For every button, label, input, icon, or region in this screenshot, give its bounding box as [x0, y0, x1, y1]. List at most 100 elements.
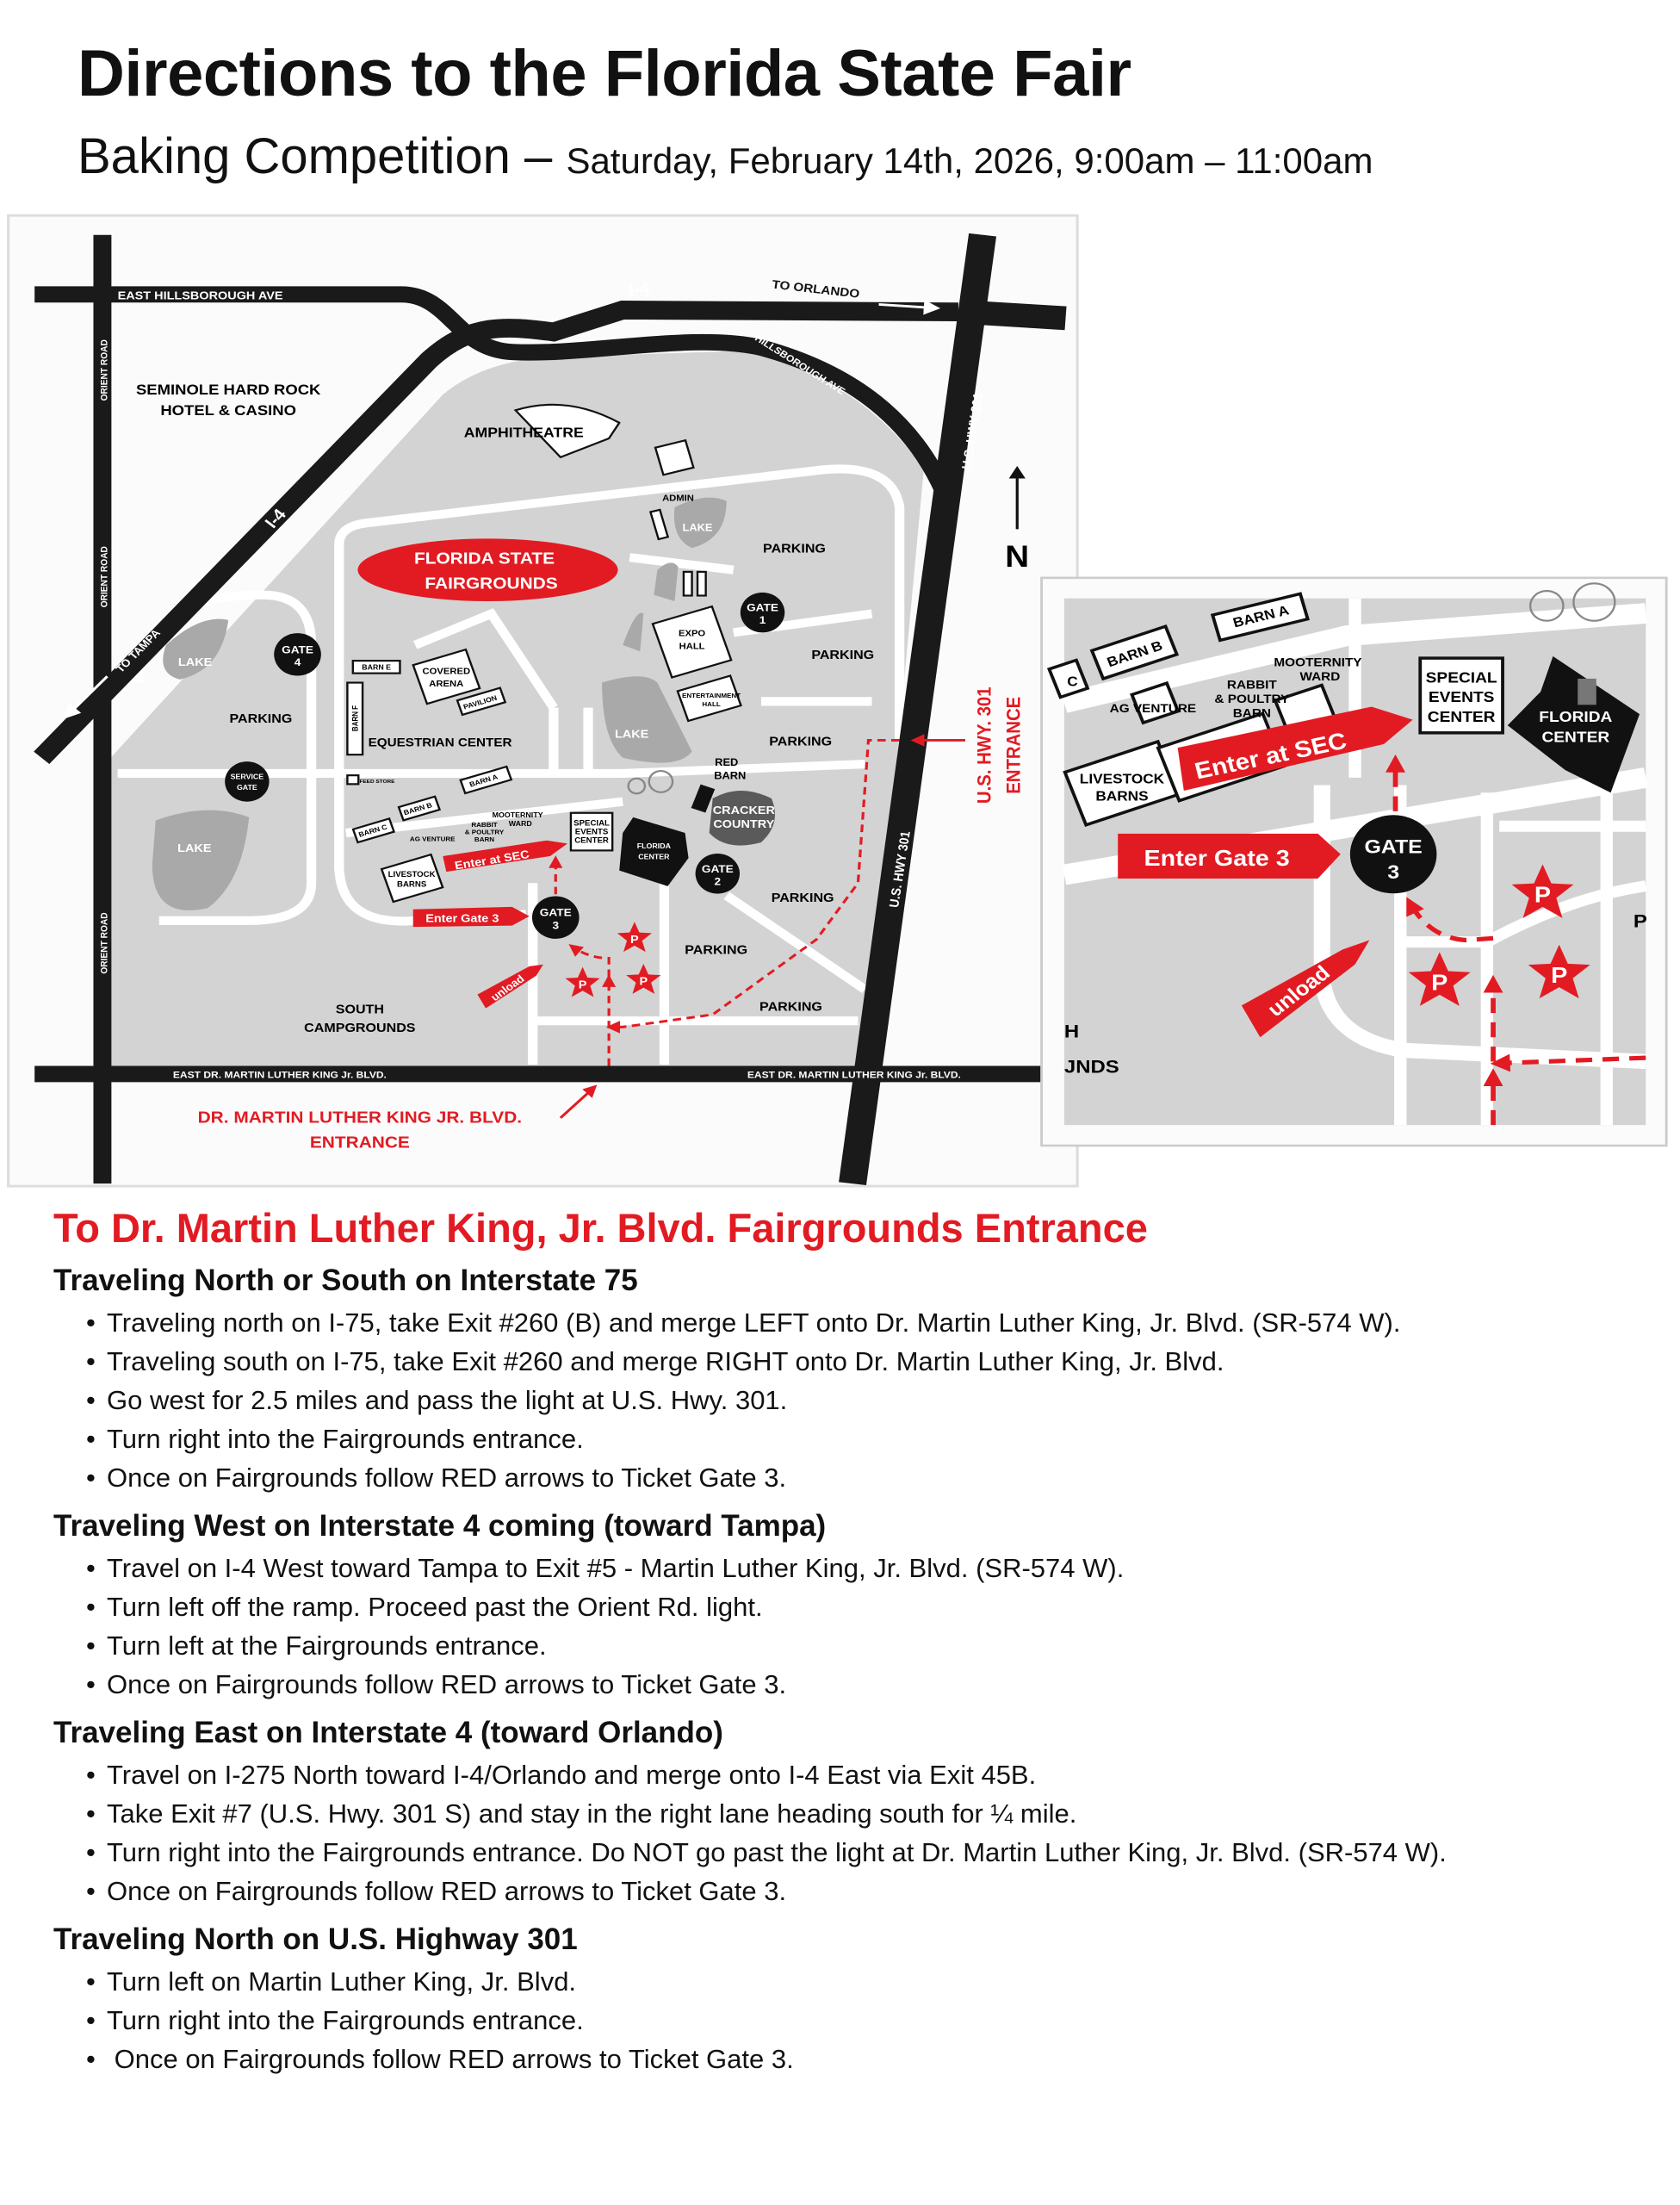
directions-section: To Dr. Martin Luther King, Jr. Blvd. Fai…: [53, 1204, 1655, 2078]
bullet: •: [86, 1346, 96, 1376]
bullet: •: [86, 1385, 96, 1415]
florida-center-label: CENTER: [638, 853, 669, 860]
bullet: •: [86, 1424, 96, 1454]
gate-number: 3: [552, 919, 559, 931]
cracker-country-label: COUNTRY: [713, 818, 774, 830]
hwy301-entrance-label: U.S. HWY. 301: [974, 686, 995, 804]
parking-label: PARKING: [685, 943, 747, 957]
barn-e-label: BARN E: [362, 663, 391, 671]
route-step: •Traveling north on I-75, take Exit #260…: [86, 1303, 1655, 1342]
rabbit-label: & POULTRY: [465, 829, 505, 836]
mooternity-label: WARD: [1299, 671, 1340, 684]
parking-star-label: P: [1551, 962, 1567, 987]
livestock-label: LIVESTOCK: [388, 870, 436, 878]
rabbit-label: BARN: [474, 836, 495, 844]
parking-label: PARKING: [811, 649, 874, 662]
road-label: EAST DR. MARTIN LUTHER KING Jr. BLVD.: [747, 1071, 961, 1080]
parking-partial-label: P: [1634, 910, 1647, 931]
lakes: [152, 497, 727, 910]
covered-arena-label: COVERED: [423, 667, 471, 676]
bullet: •: [86, 1760, 96, 1790]
gate-label: SERVICE: [231, 773, 264, 780]
route-title: Traveling North on U.S. Highway 301: [53, 1922, 578, 1956]
hwy301-entrance-label: ENTRANCE: [1003, 697, 1025, 794]
road-label: ORIENT ROAD: [99, 912, 110, 973]
step-text: Once on Fairgrounds follow RED arrows to…: [107, 1669, 787, 1699]
campgrounds-partial-label: JNDS: [1064, 1056, 1119, 1078]
step-text: Turn left at the Fairgrounds entrance.: [107, 1630, 547, 1661]
seminole-label: SEMINOLE HARD ROCK: [136, 382, 321, 398]
expo-hall-label: EXPO: [679, 629, 705, 638]
parking-star-label: P: [639, 975, 648, 987]
pond: [1528, 589, 1565, 622]
parking-star-label: P: [1431, 970, 1448, 995]
route-step: • Turn right into the Fairgrounds entranc…: [86, 1419, 1655, 1458]
step-text: Go west for 2.5 miles and pass the light…: [107, 1385, 788, 1415]
fairgrounds-label: FLORIDA STATE: [414, 550, 555, 568]
route-step: •Turn left off the ramp. Proceed past th…: [86, 1587, 1655, 1626]
road-label: ORIENT ROAD: [99, 546, 110, 607]
route-step: •Once on Fairgrounds follow RED arrows t…: [86, 1458, 1655, 1497]
livestock-label: BARNS: [1095, 789, 1148, 804]
bullet: •: [86, 1669, 96, 1699]
route-title: Traveling East on Interstate 4 (toward O…: [53, 1716, 723, 1749]
campgrounds-partial-label: H: [1064, 1020, 1079, 1041]
gate-label: GATE: [747, 601, 778, 613]
amphitheatre-building: [513, 403, 621, 459]
bullet: •: [86, 2044, 96, 2074]
entertainment-hall-label: HALL: [702, 701, 721, 709]
north-label: N: [1005, 540, 1029, 574]
mlk-entrance-label: ENTRANCE: [310, 1134, 410, 1152]
route-i4-west: Traveling West on Interstate 4 coming (t…: [53, 1509, 1655, 1704]
route-step: •Turn left on Martin Luther King, Jr. Bl…: [86, 1962, 1655, 2001]
gate-number: 2: [715, 875, 722, 887]
route-steps: •Traveling north on I-75, take Exit #260…: [53, 1303, 1655, 1497]
cracker-country-area: [709, 790, 775, 846]
south-campgrounds-label: CAMPGROUNDS: [304, 1022, 415, 1035]
florida-center-building: [1507, 655, 1640, 793]
bullet: •: [86, 1876, 96, 1906]
route-step: •Take Exit #7 (U.S. Hwy. 301 S) and stay…: [86, 1794, 1655, 1833]
route-step: •Once on Fairgrounds follow RED arrows t…: [86, 1872, 1655, 1910]
enter-gate3-label: Enter Gate 3: [1144, 845, 1289, 870]
event-subtitle: Baking Competition – Saturday, February …: [77, 127, 1373, 185]
step-text: Turn left off the ramp. Proceed past the…: [107, 1592, 763, 1622]
road-label: EAST HILLSBOROUGH AVE: [118, 289, 283, 301]
event-name: Baking Competition –: [77, 128, 567, 184]
florida-center-label: FLORIDA: [1539, 708, 1612, 725]
fairgrounds-badge: [357, 538, 618, 602]
parking-star-icon: P: [565, 966, 600, 997]
gate-1: GATE 1: [740, 592, 785, 633]
parking-star-icon: P: [1408, 952, 1471, 1006]
sec-label: CENTER: [574, 836, 609, 844]
parking-labels: PARKING PARKING PARKING PARKING PARKING …: [230, 542, 875, 1014]
parking-label: PARKING: [769, 735, 832, 748]
parking-label: PARKING: [759, 1000, 822, 1014]
sec-label: EVENTS: [575, 828, 609, 835]
fairgrounds-map: LAKE LAKE LAKE LAKE EAST HILLSBOROUGH AV…: [7, 214, 1079, 1188]
lake-label: LAKE: [615, 728, 648, 740]
route-us301: Traveling North on U.S. Highway 301 •Tur…: [53, 1922, 1655, 2078]
ag-venture-label: AG VENTURE: [1110, 703, 1197, 716]
route-step: •Travel on I-4 West toward Tampa to Exit…: [86, 1549, 1655, 1587]
bullet: •: [86, 1966, 96, 1997]
sec-label: SPECIAL: [573, 819, 610, 827]
directions-heading: To Dr. Martin Luther King, Jr. Blvd. Fai…: [53, 1205, 1148, 1251]
seminole-label: HOTEL & CASINO: [160, 402, 296, 419]
route-step: •Travel on I-275 North toward I-4/Orland…: [86, 1755, 1655, 1794]
route-title: Traveling West on Interstate 4 coming (t…: [53, 1509, 827, 1543]
route-step: •Turn right into the Fairgrounds entranc…: [86, 1833, 1655, 1872]
step-text: Traveling south on I-75, take Exit #260 …: [107, 1346, 1224, 1376]
fairgrounds-label: FAIRGROUNDS: [425, 575, 557, 593]
step-text: Turn right into the Fairgrounds entrance…: [107, 1424, 584, 1454]
amphitheatre-label: AMPHITHEATRE: [464, 425, 584, 440]
route-step: • Go west for 2.5 miles and pass the ligh…: [86, 1381, 1655, 1419]
road-label: ORIENT ROAD: [99, 339, 110, 401]
sec-label: CENTER: [1428, 708, 1496, 725]
gate-label: GATE: [237, 783, 257, 791]
bullet: •: [86, 1798, 96, 1829]
gate-2: GATE 2: [695, 854, 741, 894]
florida-center-roof: [1578, 678, 1596, 705]
gate-label: GATE: [282, 643, 313, 655]
building: [654, 438, 695, 476]
